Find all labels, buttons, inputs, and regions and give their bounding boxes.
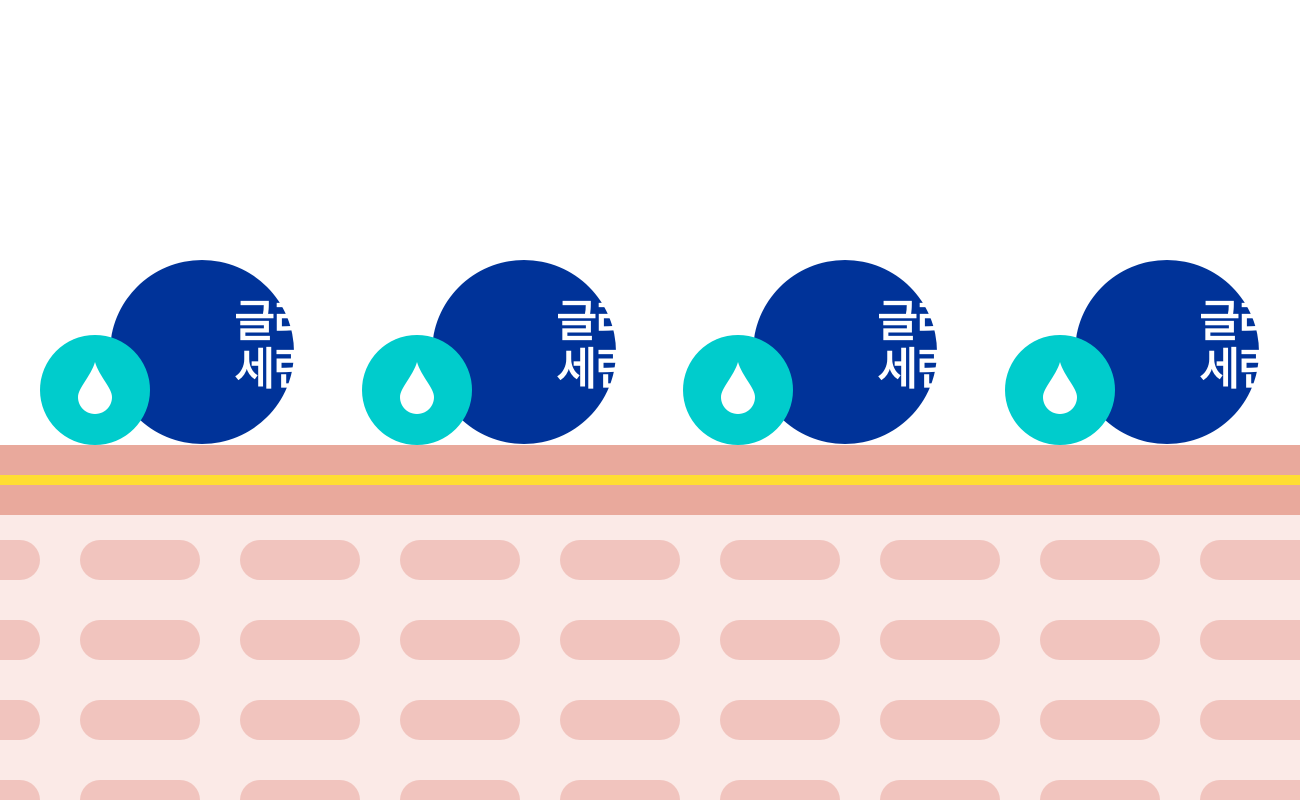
glycerin-label-line1: 글리 (877, 296, 957, 347)
skin-cell (0, 620, 40, 660)
skin-cell (880, 540, 1000, 580)
dermis-layer (0, 515, 1300, 800)
skin-barrier-line (0, 475, 1300, 485)
skin-cell (400, 780, 520, 800)
skin-cell (1200, 620, 1300, 660)
skin-cell (400, 540, 520, 580)
glycerin-badge: 글리 세린 (362, 260, 635, 445)
skin-cell (720, 540, 840, 580)
skin-cell (1200, 780, 1300, 800)
water-drop-icon (78, 362, 112, 414)
moisture-circle (40, 335, 150, 445)
skin-cell (560, 780, 680, 800)
skin-cell (1040, 700, 1160, 740)
skin-cell (240, 540, 360, 580)
glycerin-label-line2: 세린 (877, 344, 957, 395)
skin-cell (560, 620, 680, 660)
glycerin-label-line1: 글리 (1199, 296, 1279, 347)
skin-cell (0, 540, 40, 580)
skin-cell (0, 700, 40, 740)
skin-cell (400, 620, 520, 660)
glycerin-label-line2: 세린 (1199, 344, 1279, 395)
skin-cell (80, 620, 200, 660)
skin-cell (880, 700, 1000, 740)
glycerin-label: 글리 세린 (208, 298, 338, 394)
skin-cell (720, 620, 840, 660)
skin-cell (880, 620, 1000, 660)
skin-cell (400, 700, 520, 740)
moisture-circle (362, 335, 472, 445)
skin-cell (1200, 540, 1300, 580)
glycerin-label: 글리 세린 (530, 298, 660, 394)
glycerin-label-line2: 세린 (234, 344, 314, 395)
glycerin-label-line2: 세린 (556, 344, 636, 395)
skin-cell (720, 700, 840, 740)
glycerin-label-circle: 글리 세린 (1075, 260, 1278, 444)
skin-cell (240, 620, 360, 660)
skin-upper-band (0, 445, 1300, 475)
skin-cell (80, 700, 200, 740)
skin-cell (0, 780, 40, 800)
glycerin-label: 글리 세린 (851, 298, 981, 394)
skin-cell (1040, 620, 1160, 660)
moisture-circle (683, 335, 793, 445)
glycerin-badge: 글리 세린 (1005, 260, 1278, 445)
glycerin-label-line1: 글리 (234, 296, 314, 347)
glycerin-label-line1: 글리 (556, 296, 636, 347)
skin-surface-layer (0, 445, 1300, 515)
skin-cell (560, 700, 680, 740)
skin-cell (1040, 780, 1160, 800)
skin-cell (720, 780, 840, 800)
water-drop-icon (721, 362, 755, 414)
moisture-circle (1005, 335, 1115, 445)
skin-cell (1200, 700, 1300, 740)
skin-cell (240, 700, 360, 740)
skin-cell (240, 780, 360, 800)
glycerin-badge: 글리 세린 (40, 260, 313, 445)
skin-cell (80, 540, 200, 580)
skin-cell (560, 540, 680, 580)
glycerin-label: 글리 세린 (1173, 298, 1300, 394)
skin-lower-band (0, 485, 1300, 515)
glycerin-badge: 글리 세린 (683, 260, 956, 445)
water-drop-icon (1043, 362, 1077, 414)
skin-cell (880, 780, 1000, 800)
skin-cell (80, 780, 200, 800)
water-drop-icon (400, 362, 434, 414)
skin-cell (1040, 540, 1160, 580)
